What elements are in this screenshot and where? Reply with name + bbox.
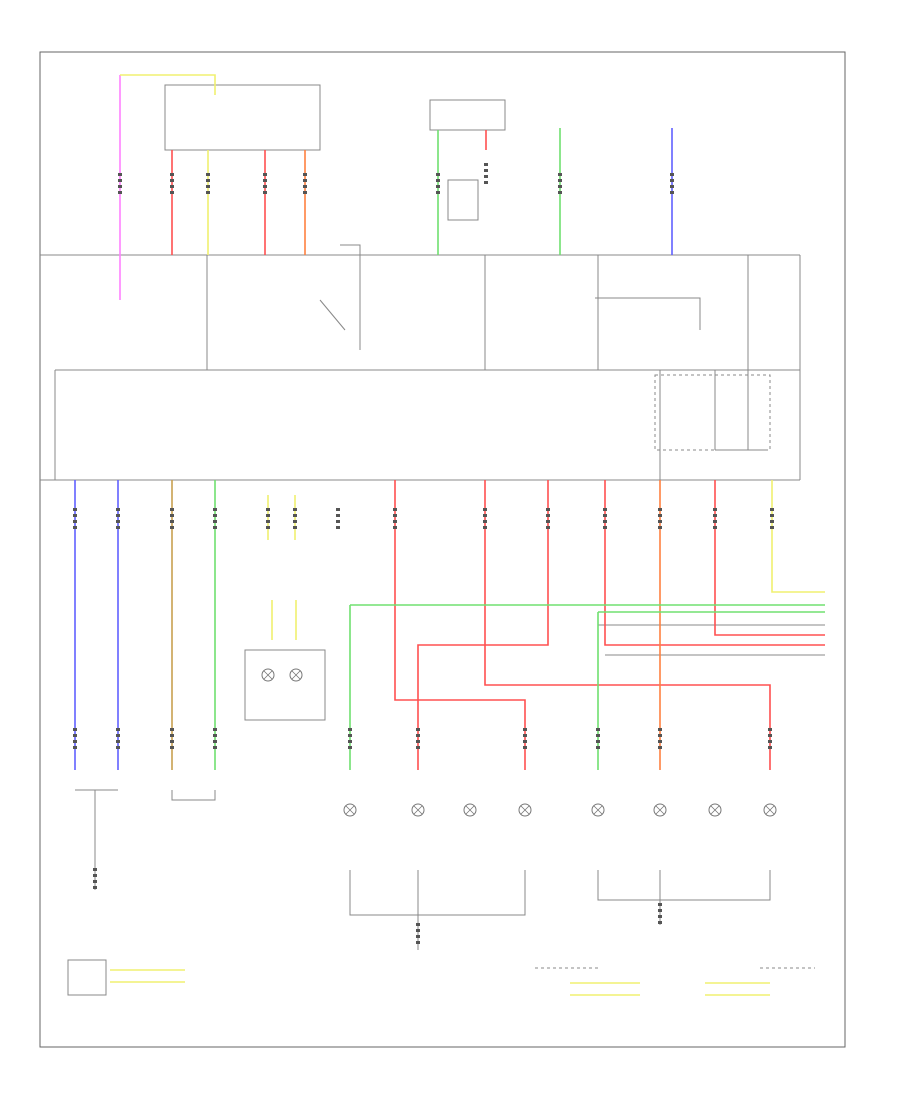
wire-red-main — [394, 480, 526, 770]
ground-line-23 — [319, 299, 346, 331]
connector-2 — [206, 173, 210, 194]
connector-32 — [768, 728, 772, 749]
connector-30 — [596, 728, 600, 749]
ground-line-21 — [171, 790, 216, 801]
dimmer-switch-box — [164, 84, 321, 151]
connector-0 — [118, 173, 122, 194]
connector-20 — [658, 508, 662, 529]
connector-1 — [170, 173, 174, 194]
connector-15 — [336, 508, 340, 529]
lamp-0 — [343, 803, 357, 817]
connector-12 — [213, 508, 217, 529]
connector-4 — [303, 173, 307, 194]
connector-24 — [116, 728, 120, 749]
lamp-7 — [763, 803, 777, 817]
connector-18 — [546, 508, 550, 529]
lamps — [261, 668, 777, 817]
ground-lines — [40, 244, 825, 950]
connector-25 — [170, 728, 174, 749]
connector-14 — [293, 508, 297, 529]
connector-35 — [658, 903, 662, 924]
connector-11 — [170, 508, 174, 529]
fog-lamp-switch-box — [244, 649, 326, 721]
lamp-2 — [463, 803, 477, 817]
ground-line-22 — [340, 244, 361, 350]
connector-10 — [116, 508, 120, 529]
lamp-3 — [518, 803, 532, 817]
connector-9 — [73, 508, 77, 529]
lamp-8 — [261, 668, 275, 682]
ground-line-16 — [597, 870, 771, 901]
connector-21 — [713, 508, 717, 529]
connector-7 — [558, 173, 562, 194]
connector-3 — [263, 173, 267, 194]
connector-28 — [416, 728, 420, 749]
headlamp-relay-box — [447, 179, 479, 221]
wires — [74, 74, 825, 996]
connector-31 — [658, 728, 662, 749]
wire-yellow-c7 — [771, 480, 825, 593]
lamp-6 — [708, 803, 722, 817]
wire-red-mid — [484, 480, 771, 770]
connector-13 — [266, 508, 270, 529]
connector-6 — [484, 163, 488, 184]
connector-19 — [603, 508, 607, 529]
lamp-4 — [591, 803, 605, 817]
connector-34 — [416, 923, 420, 944]
connector-5 — [436, 173, 440, 194]
wire-red-c6 — [714, 480, 825, 636]
ground-line-15 — [349, 870, 526, 916]
connector-27 — [348, 728, 352, 749]
connector-16 — [393, 508, 397, 529]
diagram-frame — [39, 51, 846, 1048]
connector-29 — [523, 728, 527, 749]
ground-junction-box — [67, 959, 107, 996]
lamp-9 — [289, 668, 303, 682]
lamp-1 — [411, 803, 425, 817]
connector-23 — [73, 728, 77, 749]
wire-yellow-top-h — [120, 74, 216, 95]
light-control-dash-box — [654, 374, 771, 451]
connector-8 — [670, 173, 674, 194]
wire-red-c4 — [604, 480, 825, 646]
connector-17 — [483, 508, 487, 529]
ground-line-24 — [595, 297, 701, 330]
connector-26 — [213, 728, 217, 749]
wire-red-c3 — [417, 480, 549, 770]
lamp-5 — [653, 803, 667, 817]
connector-33 — [93, 868, 97, 889]
connector-22 — [770, 508, 774, 529]
connectors — [73, 163, 774, 944]
sensor-box — [429, 99, 506, 131]
